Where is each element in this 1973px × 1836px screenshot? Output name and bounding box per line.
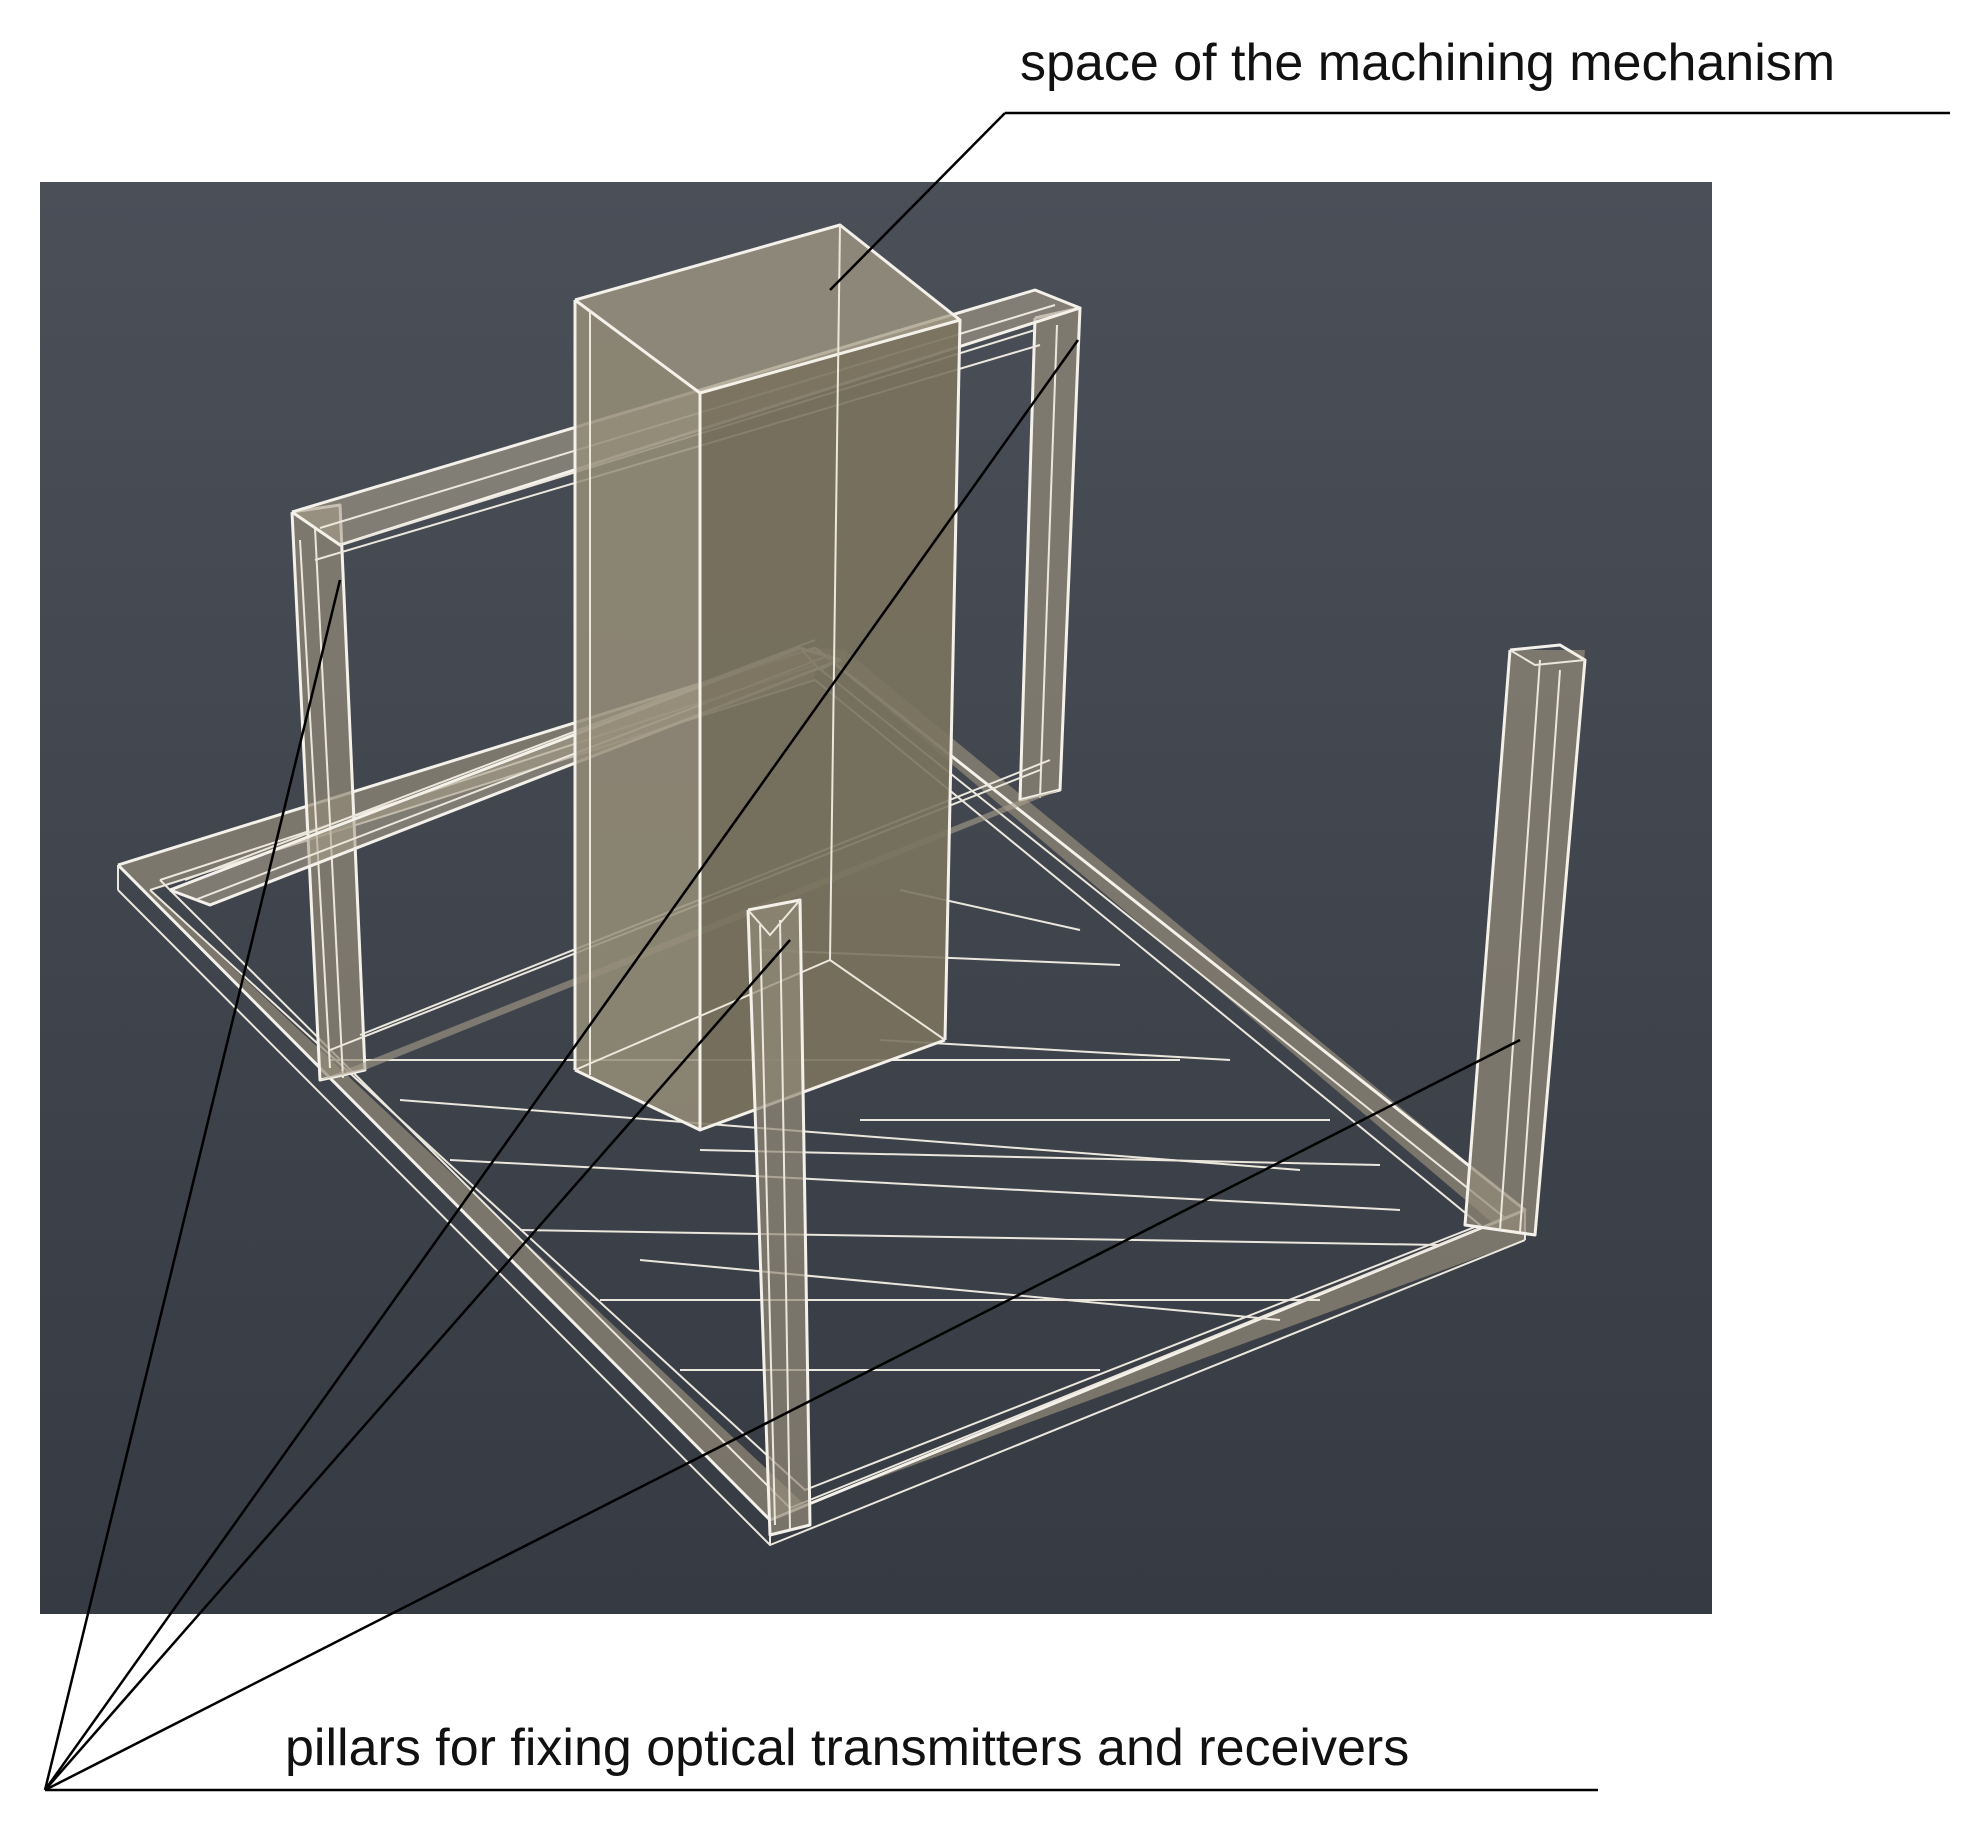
optical-beams — [330, 889, 1441, 1371]
top-label-leader — [829, 112, 1006, 291]
leader-to-left-pillar — [43, 579, 342, 1791]
label-pillars: pillars for fixing optical transmitters … — [285, 1719, 1409, 1777]
label-machining-space: space of the machining mechanism — [1020, 34, 1835, 92]
leader-to-right-pillar — [44, 1038, 1521, 1792]
front-pillar — [746, 898, 812, 1537]
base-frame — [116, 646, 1527, 1547]
leader-to-front-pillar — [44, 939, 791, 1791]
right-pillar — [1463, 643, 1587, 1237]
leader-to-back-right-pillar — [43, 339, 1080, 1791]
leader-lines — [43, 111, 1950, 1792]
